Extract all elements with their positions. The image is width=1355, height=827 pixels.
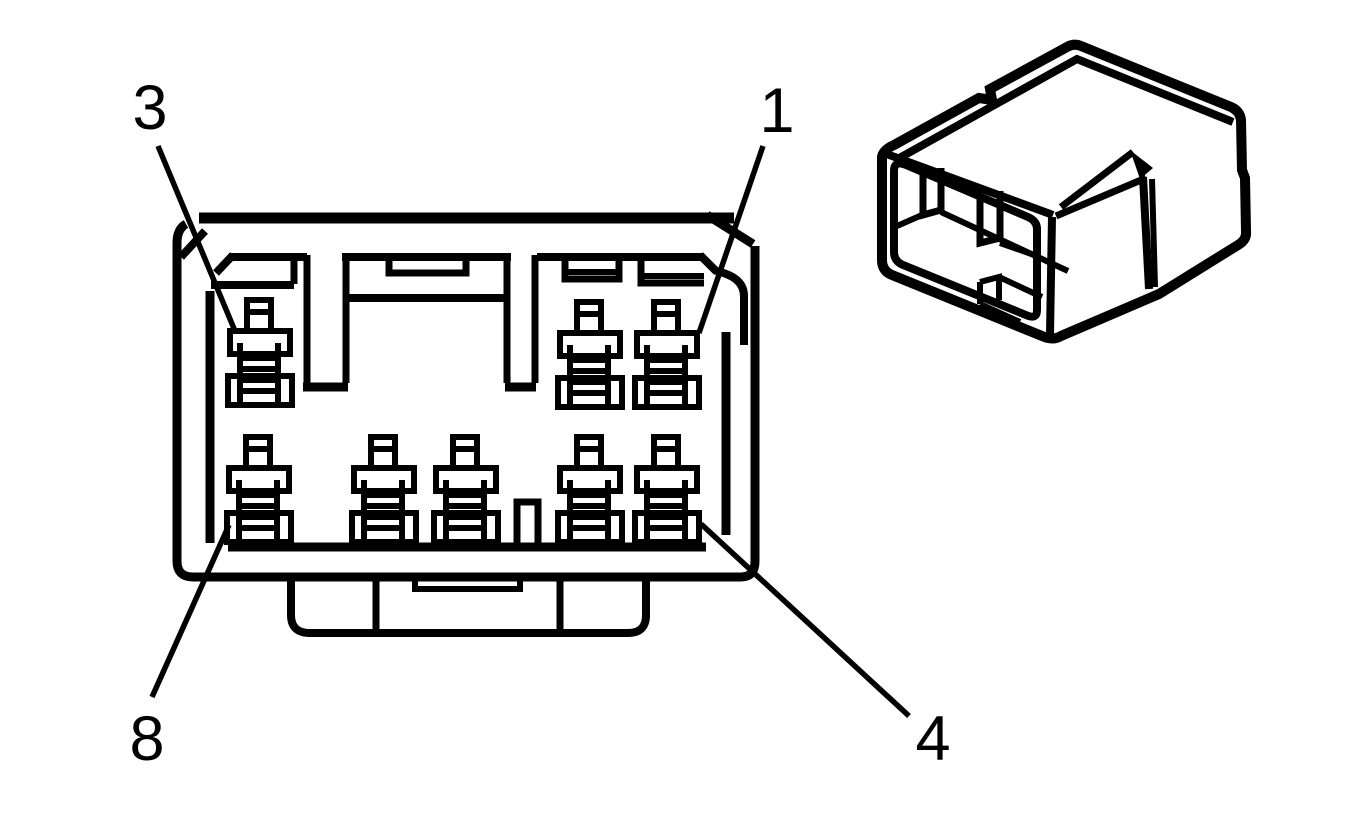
terminal-pin-6 — [434, 437, 498, 542]
terminal-pin-2 — [558, 302, 622, 407]
lock-tab-outline — [287, 580, 650, 637]
callout-terminal-8: 8 — [129, 523, 232, 774]
cavity-c-slot — [637, 257, 704, 287]
terminal-pin-7 — [352, 437, 416, 542]
terminal-pin-3 — [228, 300, 292, 405]
terminal-pins — [227, 300, 699, 542]
callout-label-1: 1 — [759, 76, 794, 146]
terminal-pin-4 — [635, 437, 699, 542]
leader-line-1 — [696, 145, 766, 334]
callout-label-3: 3 — [132, 73, 167, 143]
leader-line-3 — [155, 144, 238, 333]
iso-cavity-divider-1 — [919, 168, 945, 220]
cavity-b-slot — [561, 257, 623, 283]
housing-corner-chamfer-left — [178, 228, 208, 260]
iso-step-chamfer-lower — [1054, 174, 1148, 220]
housing-corner-chamfer-right — [704, 211, 756, 248]
iso-cavity-divider-2 — [976, 191, 1004, 248]
iso-shelf-edge — [939, 209, 1070, 274]
iso-floor-notch — [977, 273, 1044, 325]
iso-step-wedge — [1130, 150, 1153, 179]
connector-front-view — [172, 211, 760, 637]
callout-label-4: 4 — [915, 704, 950, 774]
iso-front-opening-inner — [890, 159, 1041, 321]
terminal-pin-8 — [227, 437, 291, 542]
callout-label-8: 8 — [129, 704, 164, 774]
center-cavity-notch — [385, 259, 470, 277]
iso-silhouette — [877, 39, 1252, 344]
iso-step-chamfer-upper — [1058, 149, 1136, 210]
callout-terminal-4: 4 — [699, 521, 951, 774]
iso-front-right-edge — [1046, 216, 1056, 335]
connector-iso-view — [877, 39, 1252, 344]
terminal-pin-5 — [558, 437, 622, 542]
iso-top-rim-line — [892, 54, 1235, 165]
iso-step-front-edge — [1139, 176, 1153, 290]
callout-terminal-1: 1 — [696, 76, 795, 334]
lock-tab-notch — [412, 581, 523, 592]
leader-line-8 — [149, 523, 232, 699]
ceiling-left-chamfer — [213, 252, 236, 276]
ceiling-right-chamfer — [697, 252, 720, 275]
iso-step-back-edge — [1149, 178, 1158, 288]
terminal-pin-1 — [635, 302, 699, 407]
callout-terminal-3: 3 — [132, 73, 238, 333]
iso-divider-1-ledge — [895, 212, 924, 229]
floor-notch — [513, 498, 542, 546]
callouts: 3 1 8 4 — [129, 73, 950, 774]
leader-line-4 — [699, 521, 911, 719]
